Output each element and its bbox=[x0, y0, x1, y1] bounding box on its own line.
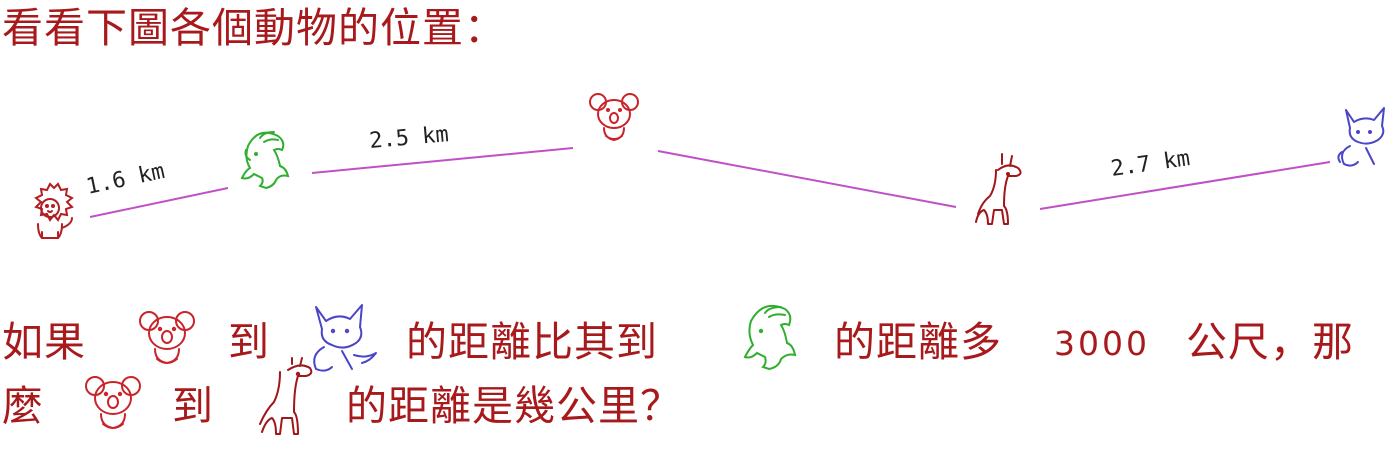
question-text-part: 公尺，那 bbox=[1186, 318, 1354, 366]
question-text-part: 如果 bbox=[2, 318, 86, 366]
question-text-part: 的距離比其到 bbox=[406, 318, 658, 366]
question-text-part: 到 bbox=[228, 318, 270, 366]
segment-koala-giraffe bbox=[657, 150, 957, 208]
giraffe-icon bbox=[259, 357, 313, 435]
segment-horse-koala bbox=[311, 147, 574, 174]
koala-icon bbox=[589, 93, 639, 142]
giraffe-icon bbox=[975, 153, 1022, 225]
segment-lion-horse bbox=[89, 187, 229, 218]
question-number: 3000 bbox=[1054, 324, 1150, 363]
fox-icon bbox=[313, 304, 377, 372]
question-line-1: 如果 bbox=[2, 316, 86, 368]
koala-icon bbox=[139, 311, 195, 365]
question-text-part: 到 bbox=[172, 382, 214, 430]
koala-icon bbox=[85, 376, 141, 430]
distance-label-lion-horse: 1.6 km bbox=[84, 159, 167, 200]
question-text-part: 的距離是幾公里？ bbox=[346, 382, 682, 430]
distance-label-giraffe-fox: 2.7 km bbox=[1109, 146, 1191, 182]
segment-giraffe-fox bbox=[1039, 161, 1331, 210]
question-text-part: 麼 bbox=[2, 382, 44, 430]
question-text-part: 的距離多 bbox=[834, 318, 1002, 366]
horse-icon bbox=[240, 131, 290, 190]
fox-icon bbox=[1337, 107, 1385, 167]
lion-icon bbox=[34, 182, 74, 239]
page-title: 看看下圖各個動物的位置： bbox=[2, 4, 506, 52]
horse-icon bbox=[743, 305, 797, 371]
distance-label-horse-koala: 2.5 km bbox=[368, 122, 449, 154]
animal-position-diagram: 1.6 km 2.5 km 2.7 km bbox=[34, 93, 1385, 239]
